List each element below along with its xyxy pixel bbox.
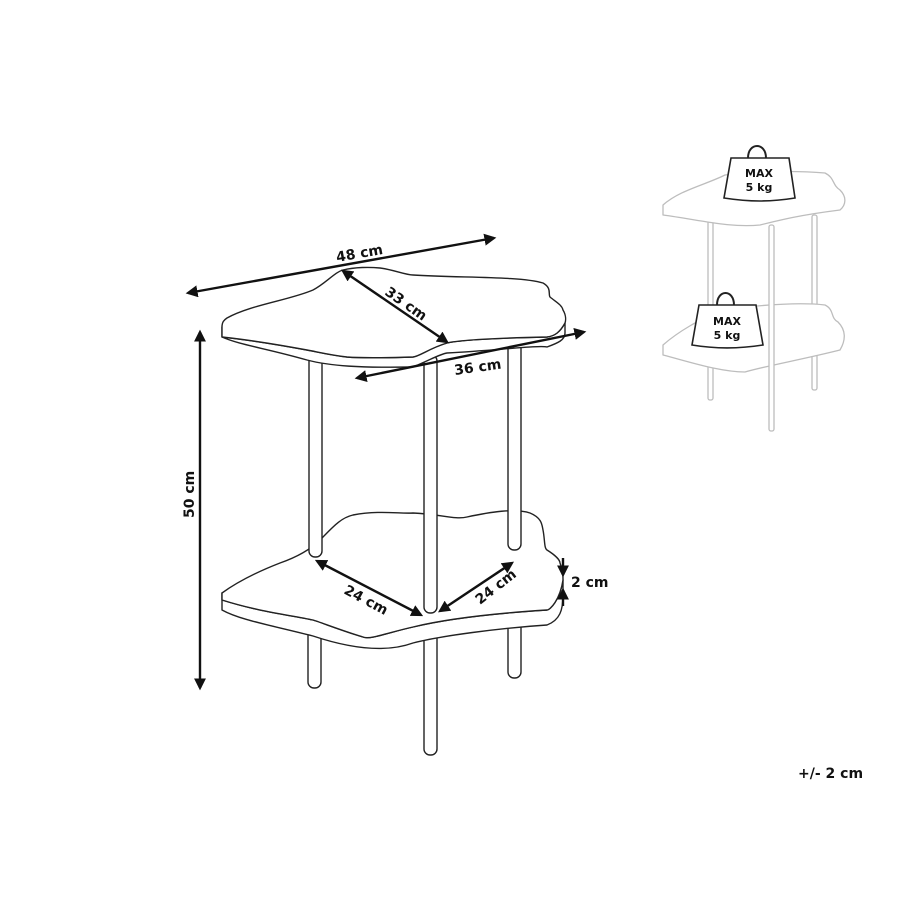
top-span-label: 36 cm <box>453 357 502 379</box>
leg-span-right-arrow <box>438 561 514 613</box>
height-label: 50 cm <box>182 471 198 518</box>
ghost-leg-front <box>768 224 775 432</box>
load-capacity-illustration: MAX 5 kg MAX 5 kg <box>662 145 846 432</box>
width-arrow <box>185 233 497 298</box>
leg-back-left <box>308 349 323 558</box>
leg-span-left-arrow <box>314 559 424 617</box>
weight-top-line2: 5 kg <box>746 181 773 194</box>
dimension-arrows <box>185 233 587 691</box>
weight-handle-icon <box>716 292 735 306</box>
weight-top-shelf: MAX 5 kg <box>723 145 796 202</box>
leg-back-left-lower <box>307 629 322 689</box>
ghost-leg-right <box>811 214 818 391</box>
leg-front-lower <box>423 629 438 756</box>
weight-handle-icon <box>747 145 767 159</box>
weight-icon <box>723 157 796 202</box>
top-span-arrow <box>354 328 587 382</box>
leg-right <box>507 339 522 551</box>
tolerance-label: +/- 2 cm <box>798 766 863 782</box>
leg-front <box>423 354 438 614</box>
side-table-drawing <box>221 266 567 756</box>
thickness-label: 2 cm <box>571 575 609 591</box>
weight-bottom-line1: MAX <box>713 315 741 328</box>
weight-icon <box>691 304 764 349</box>
weight-top-line1: MAX <box>745 167 773 180</box>
weight-bottom-line2: 5 kg <box>714 329 741 342</box>
weight-bottom-shelf: MAX 5 kg <box>691 292 764 349</box>
